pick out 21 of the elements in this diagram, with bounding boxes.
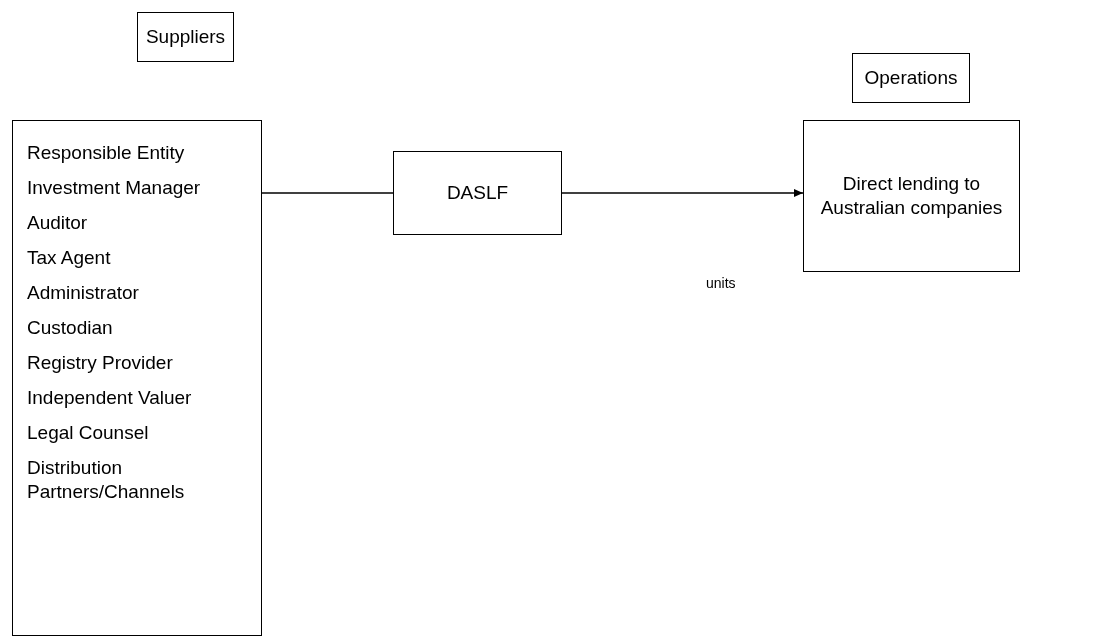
box-label: Distribution Partners/Channels (27, 456, 186, 504)
box-label: Custodian (27, 316, 113, 340)
note-label: units (706, 274, 736, 293)
box-label: Legal Counsel (27, 421, 149, 445)
box-label: Investment Manager (27, 176, 201, 200)
box-label: Tax Agent (27, 246, 111, 270)
text-box (852, 53, 970, 103)
box-label: Auditor (27, 211, 88, 235)
text-box (393, 151, 562, 235)
box-label: Direct lending to Australian companies (819, 172, 1004, 220)
box-label: Suppliers (145, 25, 226, 49)
text-box (803, 120, 1020, 272)
box-label: Administrator (27, 281, 139, 305)
box-label: Independent Valuer (27, 386, 192, 410)
text-box (137, 12, 234, 62)
connector-arrow (561, 189, 804, 197)
text-box (12, 120, 262, 636)
box-label: Responsible Entity (27, 141, 185, 165)
box-label: Operations (864, 66, 958, 90)
box-label: Registry Provider (27, 351, 173, 375)
box-label: DASLF (446, 181, 509, 205)
